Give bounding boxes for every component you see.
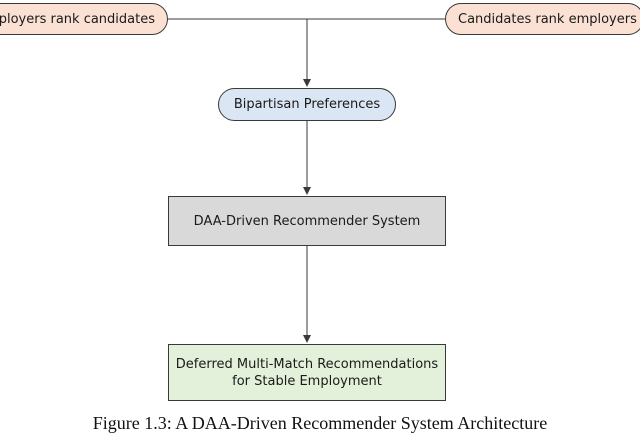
bipartisan-preferences-node: Bipartisan Preferences	[218, 88, 396, 121]
employers-rank-label: mployers rank candidates	[0, 11, 155, 27]
bipartisan-preferences-label: Bipartisan Preferences	[233, 97, 381, 112]
figure-caption: Figure 1.3: A DAA-Driven Recommender Sys…	[92, 413, 548, 433]
output-label-line-2: for Stable Employment	[232, 373, 382, 389]
recommender-system-label: DAA-Driven Recommender System	[193, 213, 421, 229]
output-label-line-1: Deferred Multi-Match Recommendations	[175, 356, 439, 372]
recommendations-output-node: Deferred Multi-Match Recommendations for…	[168, 344, 446, 401]
merge-connector	[168, 18, 445, 86]
recommender-system-node: DAA-Driven Recommender System	[168, 196, 446, 246]
employers-rank-candidates-node: mployers rank candidates	[0, 3, 168, 35]
candidates-rank-label: Candidates rank employers	[458, 11, 637, 27]
candidates-rank-employers-node: Candidates rank employers	[445, 3, 640, 35]
